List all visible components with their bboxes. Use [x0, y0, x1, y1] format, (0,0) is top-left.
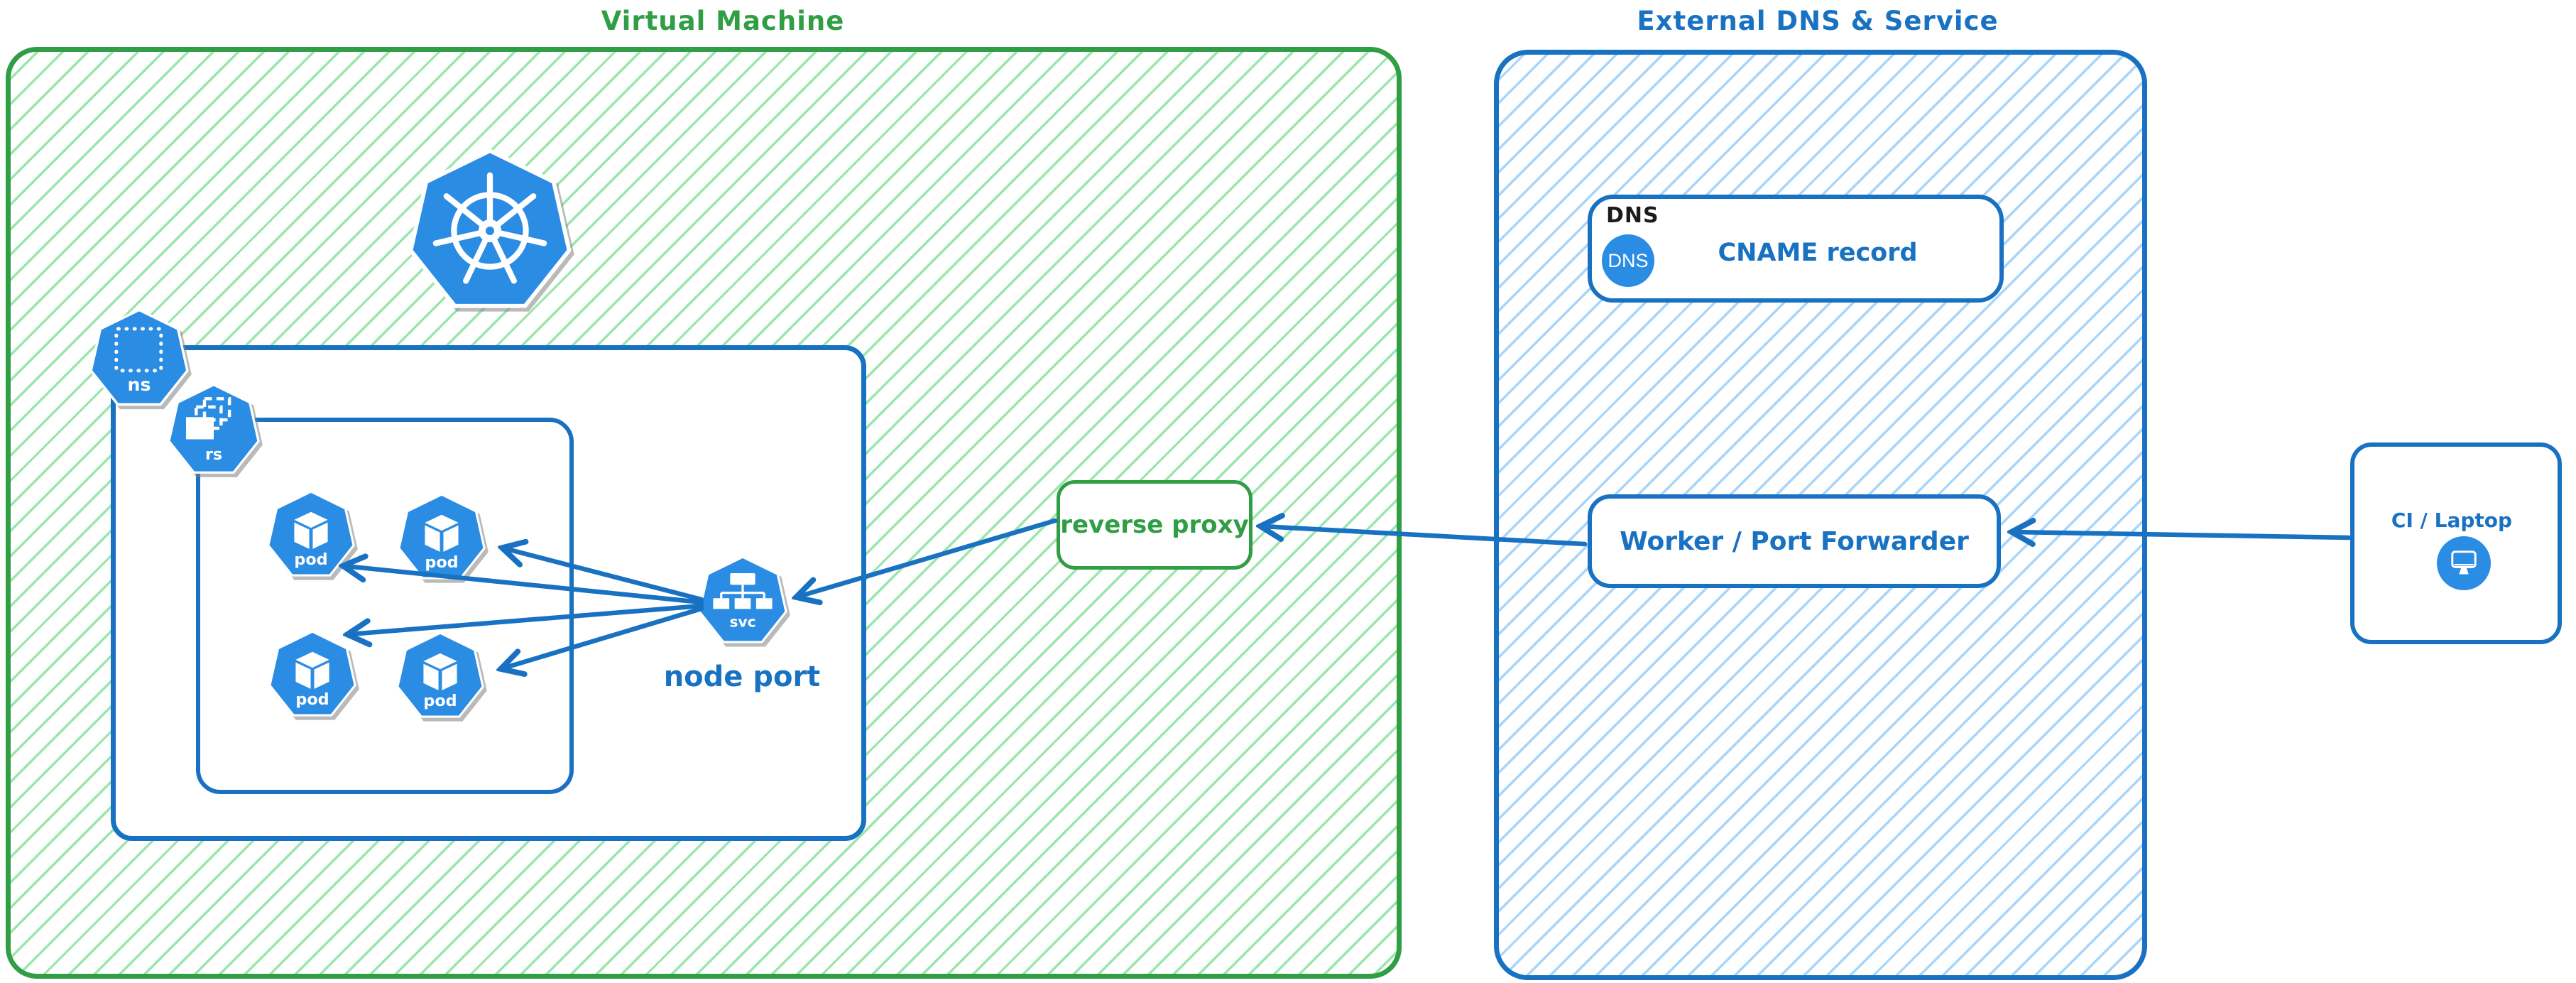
ci-laptop-label: CI / Laptop	[2391, 509, 2513, 532]
reverse-proxy-box: reverse proxy	[1057, 480, 1252, 570]
node-port-label: node port	[663, 661, 821, 693]
worker-port-forwarder-label: Worker / Port Forwarder	[1620, 526, 1969, 556]
external-dns-title: External DNS & Service	[1637, 6, 1999, 36]
cname-record-label: CNAME record	[1718, 239, 1918, 267]
namespace-icon: ns	[89, 308, 189, 406]
namespace-icon-label: ns	[128, 374, 151, 395]
pod-icon: pod	[267, 490, 355, 577]
replicaset-icon: rs	[168, 383, 260, 474]
pod-icon: pod	[396, 631, 484, 718]
service-icon-label: svc	[729, 614, 755, 631]
kubernetes-logo-icon	[408, 148, 572, 308]
pod-icon-label: pod	[294, 550, 327, 569]
dns-badge-icon: DNS	[1602, 234, 1654, 287]
worker-port-forwarder-box: Worker / Port Forwarder	[1588, 494, 2001, 588]
pod-icon-label: pod	[425, 553, 458, 572]
pod-icon: pod	[398, 493, 486, 580]
dns-group-label: DNS	[1606, 203, 1659, 228]
pod-icon-label: pod	[295, 690, 329, 709]
desktop-monitor-icon	[2437, 536, 2491, 590]
pod-icon-label: pod	[423, 692, 457, 710]
reverse-proxy-label: reverse proxy	[1060, 511, 1249, 539]
virtual-machine-title: Virtual Machine	[601, 6, 845, 36]
replicaset-icon-label: rs	[205, 445, 222, 464]
dns-record-card	[1588, 195, 2004, 303]
pod-icon: pod	[268, 630, 356, 717]
service-icon: svc	[698, 555, 787, 643]
